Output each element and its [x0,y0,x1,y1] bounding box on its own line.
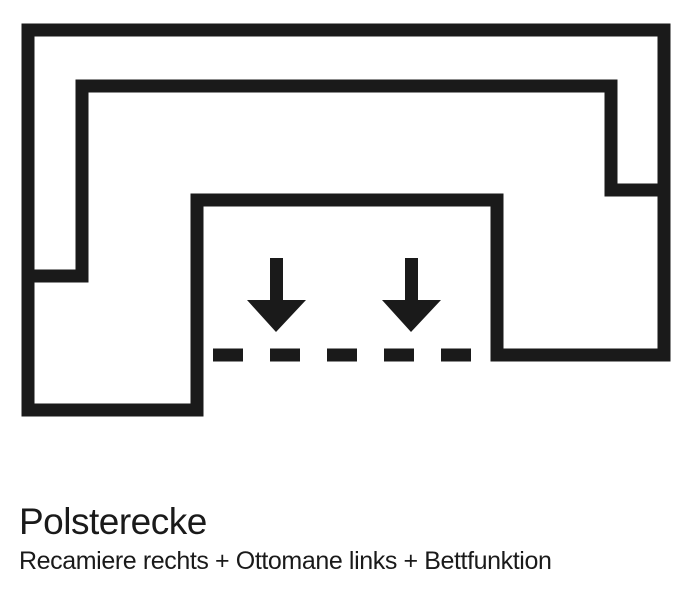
sofa-backrest-line [28,79,664,283]
down-arrow-icon [382,258,441,332]
sofa-floor-plan [21,23,671,417]
down-arrow-icon [247,258,306,332]
caption-subtitle: Recamiere rechts + Ottomane links + Bett… [19,547,552,575]
sofa-outer-outline [21,23,671,417]
caption-title: Polsterecke [19,501,207,542]
